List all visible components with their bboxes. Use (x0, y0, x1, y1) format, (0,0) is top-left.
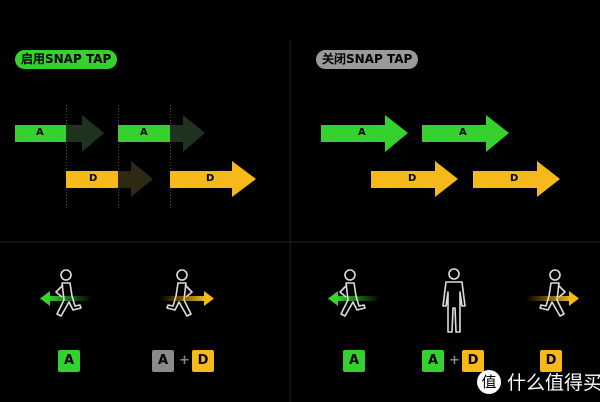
running-figure-icon (55, 269, 82, 317)
snap-tap-enabled-label: 启用SNAP TAP (15, 50, 118, 69)
a-key-press-bar (15, 125, 66, 142)
a-cancelled-arrow (170, 115, 205, 152)
d-key-press-arrow (170, 161, 256, 197)
a-key-press-arrow (321, 115, 408, 152)
key-a: A (343, 350, 365, 372)
left-arrow-icon (40, 291, 50, 306)
watermark-logo-icon: 值 (477, 369, 501, 394)
d-key-press-bar (66, 171, 118, 188)
standing-figure-icon (442, 268, 466, 333)
a-key-press-bar (118, 125, 170, 142)
left-motion-trail (336, 296, 380, 301)
arrow-label-a: A (140, 127, 148, 138)
d-cancelled-arrow (118, 161, 153, 197)
left-arrow-icon (328, 291, 338, 306)
a-cancelled-arrow (66, 115, 104, 152)
snap-tap-disabled-label: 关闭SNAP TAP (316, 50, 419, 69)
key-d: D (192, 350, 214, 372)
arrow-label-a: A (36, 127, 44, 138)
running-figure-icon (166, 269, 193, 317)
running-figure-icon (539, 269, 566, 317)
key-a: A (58, 350, 80, 372)
watermark: 值 什么值得买 (477, 368, 600, 395)
right-motion-trail (160, 296, 206, 301)
arrow-label-a: A (459, 127, 467, 138)
d-key-press-arrow (371, 161, 458, 197)
arrow-label-a: A (358, 127, 366, 138)
d-key-press-arrow (473, 161, 560, 197)
watermark-text: 什么值得买 (507, 372, 600, 394)
plus-sign: + (449, 353, 460, 368)
a-key-press-arrow (422, 115, 509, 152)
right-arrow-icon (569, 291, 579, 306)
arrow-label-d: D (408, 173, 417, 184)
right-arrow-icon (204, 291, 214, 306)
key-a-inactive: A (152, 350, 174, 372)
key-d: D (462, 350, 484, 372)
arrow-label-d: D (206, 173, 215, 184)
arrow-label-d: D (510, 173, 519, 184)
arrow-label-d: D (89, 173, 98, 184)
key-a: A (422, 350, 444, 372)
left-motion-trail (48, 296, 92, 301)
plus-sign: + (179, 353, 190, 368)
key-d: D (540, 350, 562, 372)
running-figure-icon (339, 269, 366, 317)
